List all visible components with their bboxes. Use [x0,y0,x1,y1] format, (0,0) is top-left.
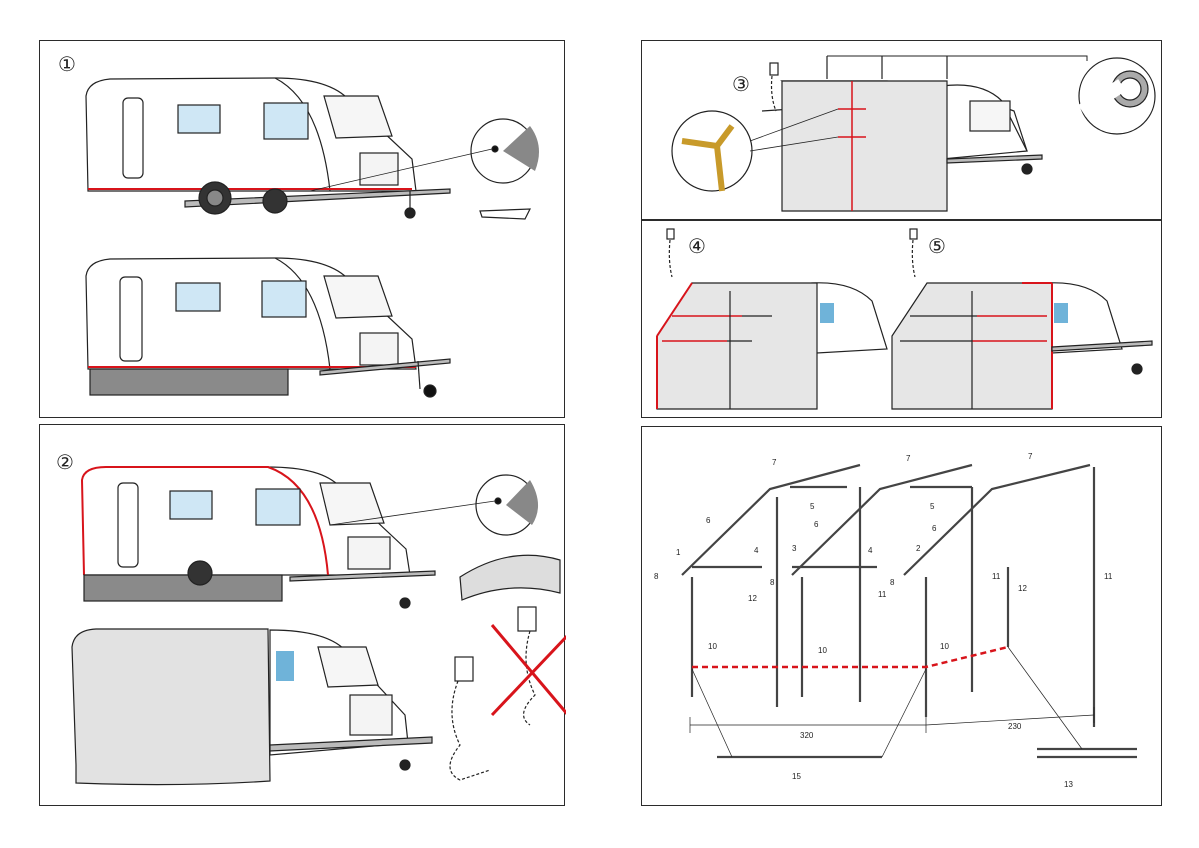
caravan-top [85,77,539,220]
label-4a: 4 [754,546,759,555]
panel-step-3: ③ [641,40,1162,220]
label-4b: 4 [868,546,873,555]
step-number-4: ④ [688,234,706,258]
step-number-3: ③ [732,72,750,96]
dimension-width-side: 230 [1008,722,1022,731]
step-number-2: ② [56,450,74,474]
label-8b: 8 [770,578,775,587]
awning-front-frame [671,55,1156,212]
label-11a: 11 [878,590,887,599]
label-6b: 6 [814,520,819,529]
caravan-bottom [85,257,451,398]
step-4-5-illustration: ④ ⑤ [656,228,1153,410]
label-3: 3 [792,544,797,553]
dimension-lines [689,646,1095,758]
label-10c: 10 [940,642,949,651]
label-15: 15 [792,772,801,781]
part-labels: 1 2 3 4 4 5 5 6 6 6 7 7 7 8 8 8 10 10 10… [654,452,1113,789]
panel-step-1: ① [39,40,565,418]
frame-parts-diagram: 1 2 3 4 4 5 5 6 6 6 7 7 7 8 8 8 10 10 10… [654,452,1137,789]
ground-line [692,645,1009,669]
panel-step-2: ② [39,424,566,806]
label-7c: 7 [1028,452,1033,461]
label-5b: 5 [930,502,935,511]
label-6c: 6 [932,524,937,533]
awning-side-frame [656,228,1153,410]
label-1: 1 [676,548,681,557]
label-8a: 8 [654,572,659,581]
label-6a: 6 [706,516,711,525]
label-8c: 8 [890,578,895,587]
dimension-width-front: 320 [800,731,814,740]
label-11b: 11 [992,572,1001,581]
label-10a: 10 [708,642,717,651]
label-12a: 12 [748,594,757,603]
label-2: 2 [916,544,921,553]
label-10b: 10 [818,646,827,655]
step-1-illustration: ① [58,52,539,398]
frame-poles [681,463,1137,759]
panel-step-4-5: ④ ⑤ [641,220,1162,418]
caravan-with-rail [80,466,561,609]
label-11c: 11 [1104,572,1113,581]
step-number-5: ⑤ [928,234,946,258]
step-3-illustration: ③ [671,55,1156,212]
label-5a: 5 [810,502,815,511]
step-number-1: ① [58,52,76,76]
label-7b: 7 [906,454,911,463]
caravan-with-awning [71,606,566,786]
panel-frame-parts: 1 2 3 4 4 5 5 6 6 6 7 7 7 8 8 8 10 10 10… [641,426,1162,806]
label-12b: 12 [1018,584,1027,593]
label-7a: 7 [772,458,777,467]
label-13: 13 [1064,780,1073,789]
step-2-illustration: ② [56,450,566,786]
